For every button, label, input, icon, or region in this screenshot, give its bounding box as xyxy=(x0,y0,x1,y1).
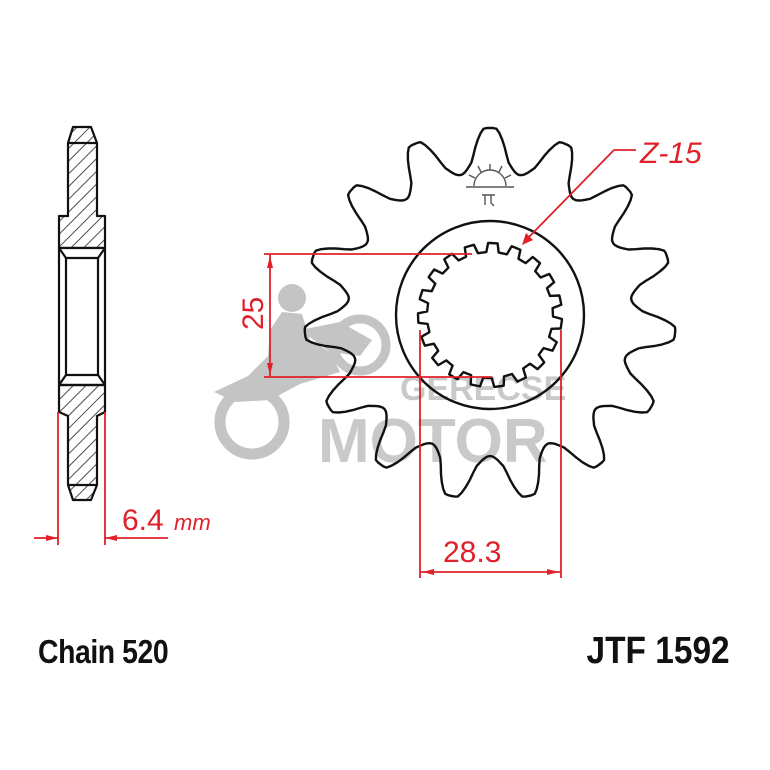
watermark-line2: MOTOR xyxy=(318,407,548,476)
watermark: GERECSE MOTOR xyxy=(214,284,566,476)
side-profile-view xyxy=(57,125,107,502)
sprocket-outline xyxy=(303,126,677,498)
spline-height-dimension xyxy=(264,253,492,378)
spline-height-value: 25 xyxy=(237,297,270,330)
hub-circle xyxy=(394,219,586,411)
watermark-line1: GERECSE xyxy=(400,370,566,408)
motocross-rider-icon xyxy=(214,284,391,460)
thickness-unit: mm xyxy=(174,510,211,535)
teeth-count-label: Z-15 xyxy=(639,137,702,170)
jt-sun-logo-icon xyxy=(466,164,514,207)
teeth-count-leader xyxy=(522,149,636,245)
spline-outline xyxy=(416,241,564,389)
thickness-dimension xyxy=(34,412,168,545)
spline-width-value: 28.3 xyxy=(443,536,501,569)
thickness-value: 6.4 xyxy=(122,504,164,537)
spline-width-dimension xyxy=(419,330,562,578)
chain-size-label: Chain 520 xyxy=(38,633,169,670)
part-number-label: JTF 1592 xyxy=(586,630,730,672)
